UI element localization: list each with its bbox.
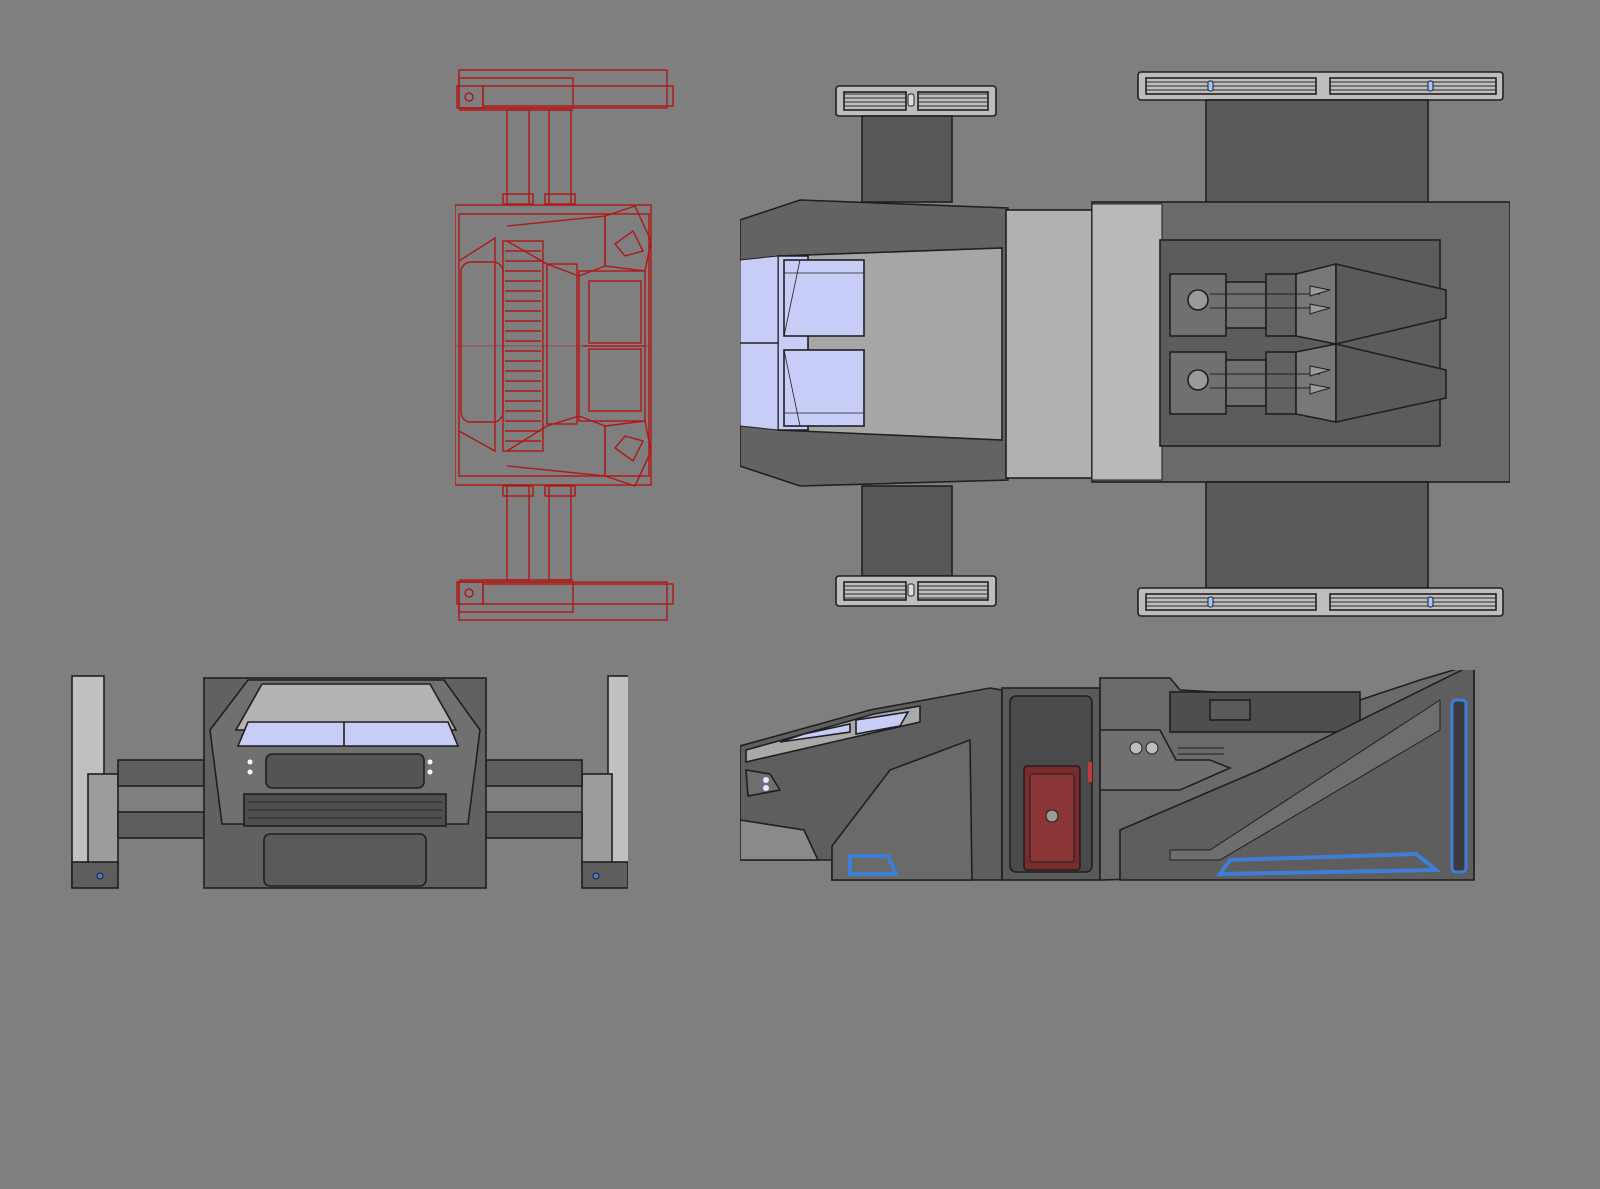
wireframe-top-view [455,66,680,626]
wire-hull [455,204,652,486]
rear-accent-light [1450,698,1468,874]
marker-light-icon [96,872,104,880]
headlight-icon [427,759,433,765]
thruster-icon [1169,342,1447,423]
marker-light-icon [592,872,600,880]
headlight-icon [763,785,769,791]
right-lower-arm [485,811,583,839]
wire-lower-pontoon [458,581,668,621]
side-window [855,710,910,735]
mid-connector [1005,209,1093,479]
right-upper-arm [485,759,583,787]
side-window [779,723,851,743]
front-view-svg [71,675,628,889]
headlight-icon [247,759,253,765]
side-accent-light [848,854,900,876]
canopy-glass-lower [783,349,865,427]
left-upper-arm [117,759,205,787]
front-upper-strut [861,115,953,203]
wire-strut [506,109,530,206]
wire-upper-pontoon [458,69,668,109]
rendered-side-view [740,670,1510,900]
rendered-front-view [68,674,628,904]
front-windshield [236,721,460,747]
wire-strut [548,484,572,581]
top-view-svg [740,71,1510,617]
canopy-glass-upper [783,259,865,337]
left-lower-arm [117,811,205,839]
wire-strut [506,484,530,581]
thruster-icon [1169,262,1447,346]
rear-upper-strut [1205,99,1429,205]
rear-lower-strut [1205,481,1429,589]
side-accent-light [1216,851,1442,877]
wireframe-svg [455,69,674,621]
wire-strut [548,109,572,206]
headlight-icon [247,769,253,775]
headlight-icon [427,769,433,775]
front-lower-strut [861,485,953,577]
side-view-svg [740,670,1475,881]
rendered-top-view [740,68,1510,628]
headlight-icon [763,777,769,783]
